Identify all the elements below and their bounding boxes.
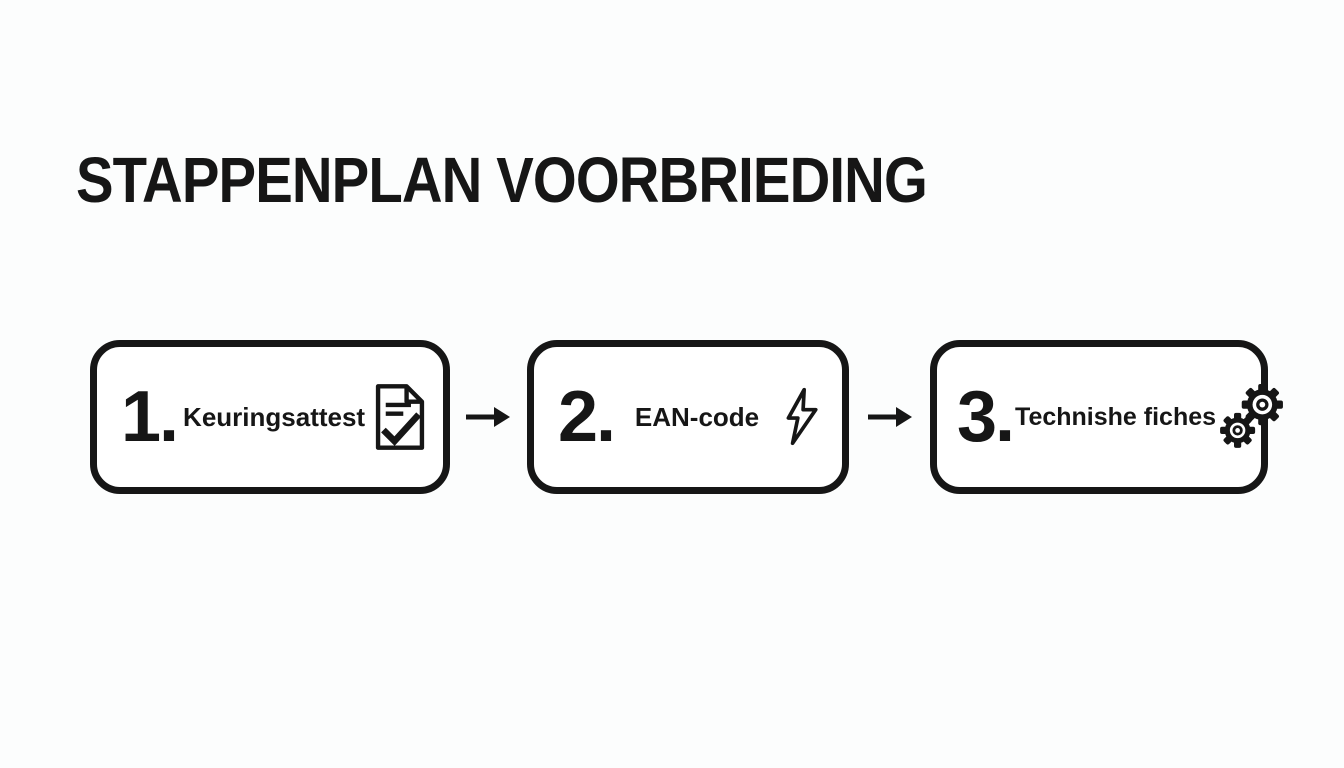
step-number: 1. xyxy=(121,377,179,457)
gears-icon xyxy=(1218,383,1284,451)
step-label: Keuringsattest xyxy=(183,401,366,432)
step-box-3: 3. Technishe fiches xyxy=(930,340,1283,494)
step-number: 2. xyxy=(558,377,616,457)
step-number: 3. xyxy=(957,377,1015,457)
step-label: EAN-code xyxy=(634,401,760,432)
step-box-2: 2. EAN-code xyxy=(527,340,849,494)
arrow-right-icon xyxy=(866,403,914,436)
page-title: STAPPENPLAN VOORBRIEDING xyxy=(76,144,928,216)
arrow-right-icon xyxy=(464,403,512,436)
step-label: Technishe fiches xyxy=(1015,402,1217,431)
document-check-icon xyxy=(371,383,429,451)
step-box-1: 1. Keuringsattest xyxy=(90,340,450,494)
lightning-bolt-icon xyxy=(780,386,822,448)
